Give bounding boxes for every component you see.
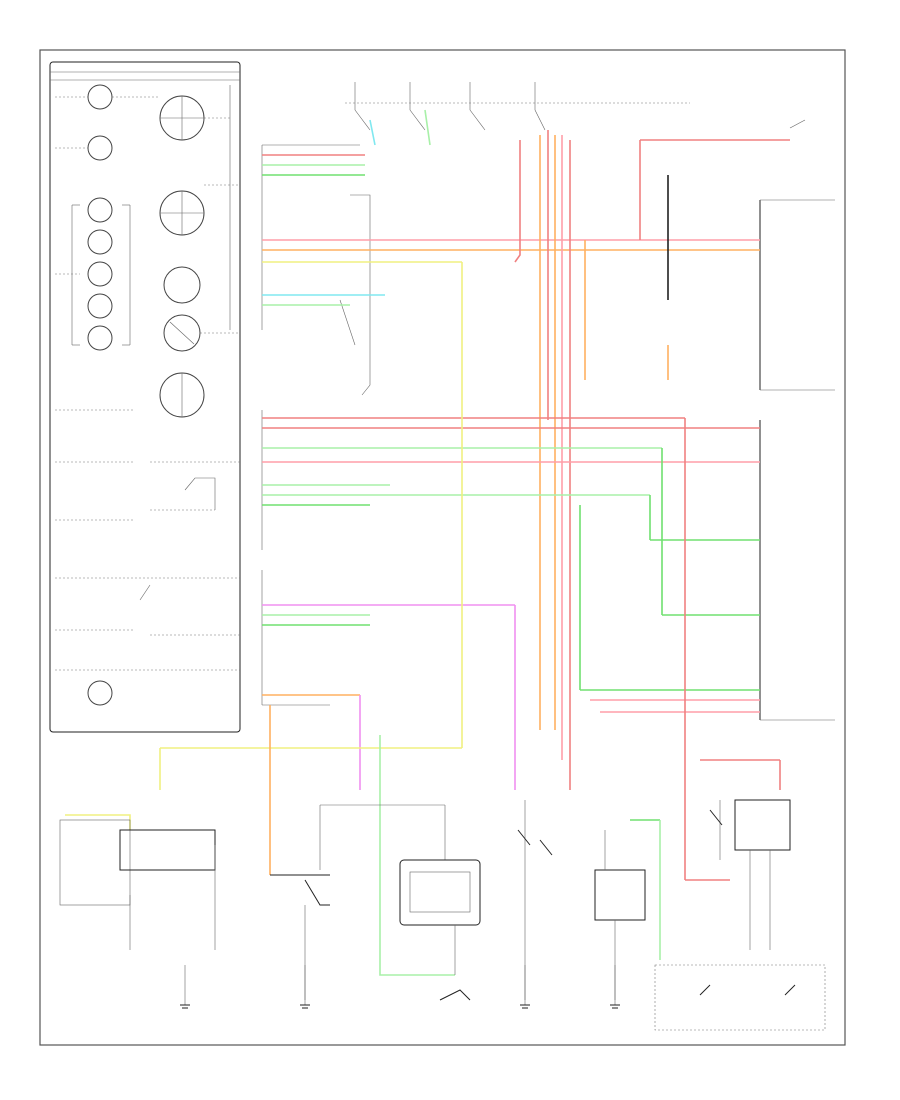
module-right (759, 119, 835, 721)
lower-components (59, 799, 826, 1031)
connector-c2 (261, 410, 330, 706)
fuse-block (345, 82, 690, 131)
lamp-icon (87, 84, 113, 706)
instrument-cluster (49, 61, 241, 733)
gauge-icon (159, 95, 205, 418)
ground-icon (180, 965, 620, 1009)
wire-harness (65, 109, 790, 976)
diagram-frame (39, 49, 846, 1046)
connector-c1 (261, 144, 371, 396)
